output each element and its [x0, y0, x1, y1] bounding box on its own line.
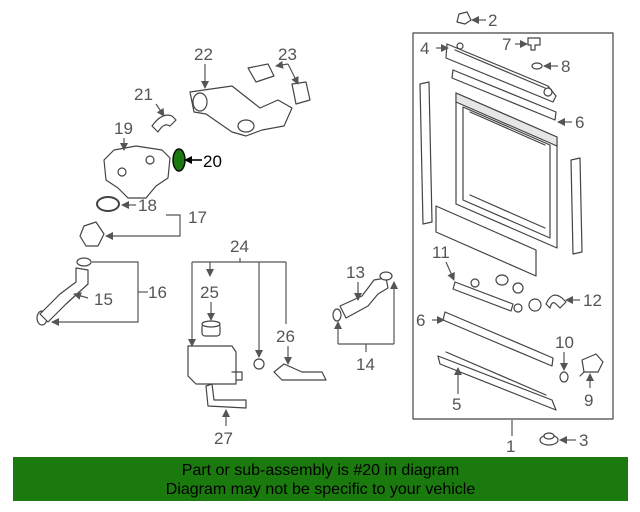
part-24-clamp[interactable]: [253, 358, 265, 370]
callout-18: 18: [138, 196, 157, 215]
callout-23: 23: [278, 45, 297, 64]
drain-plugs: [495, 274, 542, 313]
callout-26: 26: [276, 327, 295, 346]
callout-14: 14: [356, 355, 375, 374]
part-11-lower-tank[interactable]: [452, 278, 514, 312]
part-9-sensor[interactable]: [579, 353, 604, 377]
radiator-lower-panel: [435, 205, 537, 277]
callout-7: 7: [502, 35, 511, 54]
part-18-ring[interactable]: [96, 196, 120, 212]
part-25-cap[interactable]: [201, 320, 221, 337]
callout-12: 12: [583, 291, 602, 310]
banner-line-2: Diagram may not be specific to your vehi…: [165, 481, 476, 498]
callout-10: 10: [555, 333, 574, 352]
callout-8: 8: [561, 57, 570, 76]
part-21-hose[interactable]: [151, 114, 177, 133]
info-banner: Part or sub-assembly is #20 in diagram D…: [13, 457, 628, 501]
callout-6-upper: 6: [575, 113, 584, 132]
leader-lines: [51, 16, 594, 444]
callout-20: 20: [203, 152, 222, 171]
callout-labels: 2 4 7 8 6 11 12 6 10 5 9 3 1 22 23 21 19…: [94, 11, 602, 456]
callout-11: 11: [432, 243, 450, 262]
callout-3: 3: [579, 431, 588, 450]
callout-22: 22: [194, 45, 213, 64]
callout-15: 15: [94, 290, 113, 309]
part-26-hose[interactable]: [273, 363, 327, 381]
callout-21: 21: [134, 85, 153, 104]
callout-27: 27: [214, 429, 233, 448]
callout-2: 2: [488, 11, 497, 30]
part-13-clamps[interactable]: [332, 271, 393, 322]
callout-6-lower: 6: [416, 311, 425, 330]
callout-1: 1: [506, 437, 515, 456]
part-16-clamps[interactable]: [36, 257, 92, 326]
parts-diagram: 2 4 7 8 6 11 12 6 10 5 9 3 1 22 23 21 19…: [36, 11, 614, 456]
part-17-thermostat[interactable]: [79, 221, 105, 247]
part-8-gasket[interactable]: [531, 62, 543, 70]
callout-13: 13: [346, 263, 365, 282]
banner-line-1: Part or sub-assembly is #20 in diagram: [181, 462, 460, 479]
radiator-core: [455, 92, 558, 249]
radiator-left-post: [419, 81, 433, 225]
callout-16: 16: [148, 283, 167, 302]
part-5-lower-tray[interactable]: [437, 351, 557, 411]
callout-5: 5: [452, 395, 461, 414]
callout-25: 25: [200, 283, 219, 302]
part-7-cap[interactable]: [527, 37, 541, 51]
part-10-oring[interactable]: [559, 371, 569, 383]
part-2-clip[interactable]: [456, 11, 472, 25]
callout-9: 9: [584, 391, 593, 410]
part-13-hose[interactable]: [339, 277, 389, 319]
part-15-hose[interactable]: [39, 267, 89, 323]
callout-17: 17: [188, 208, 207, 227]
reserve-tank[interactable]: [187, 345, 243, 385]
part-19-housing[interactable]: [103, 145, 171, 199]
part-3-cap[interactable]: [539, 432, 559, 446]
part-12-hose[interactable]: [545, 294, 567, 309]
part-23-gaskets[interactable]: [247, 63, 311, 105]
part-20-gasket-highlight[interactable]: [172, 148, 186, 172]
part-22-outlet[interactable]: [189, 85, 293, 137]
callout-24: 24: [230, 237, 249, 256]
radiator-right-post: [570, 157, 583, 255]
part-6-upper-seal[interactable]: [451, 69, 557, 121]
callout-4: 4: [420, 39, 429, 58]
part-4-upper-tank[interactable]: [445, 42, 557, 103]
callout-19: 19: [114, 119, 133, 138]
radiator-assembly-frame: [412, 32, 614, 420]
part-27-hose[interactable]: [205, 383, 247, 409]
